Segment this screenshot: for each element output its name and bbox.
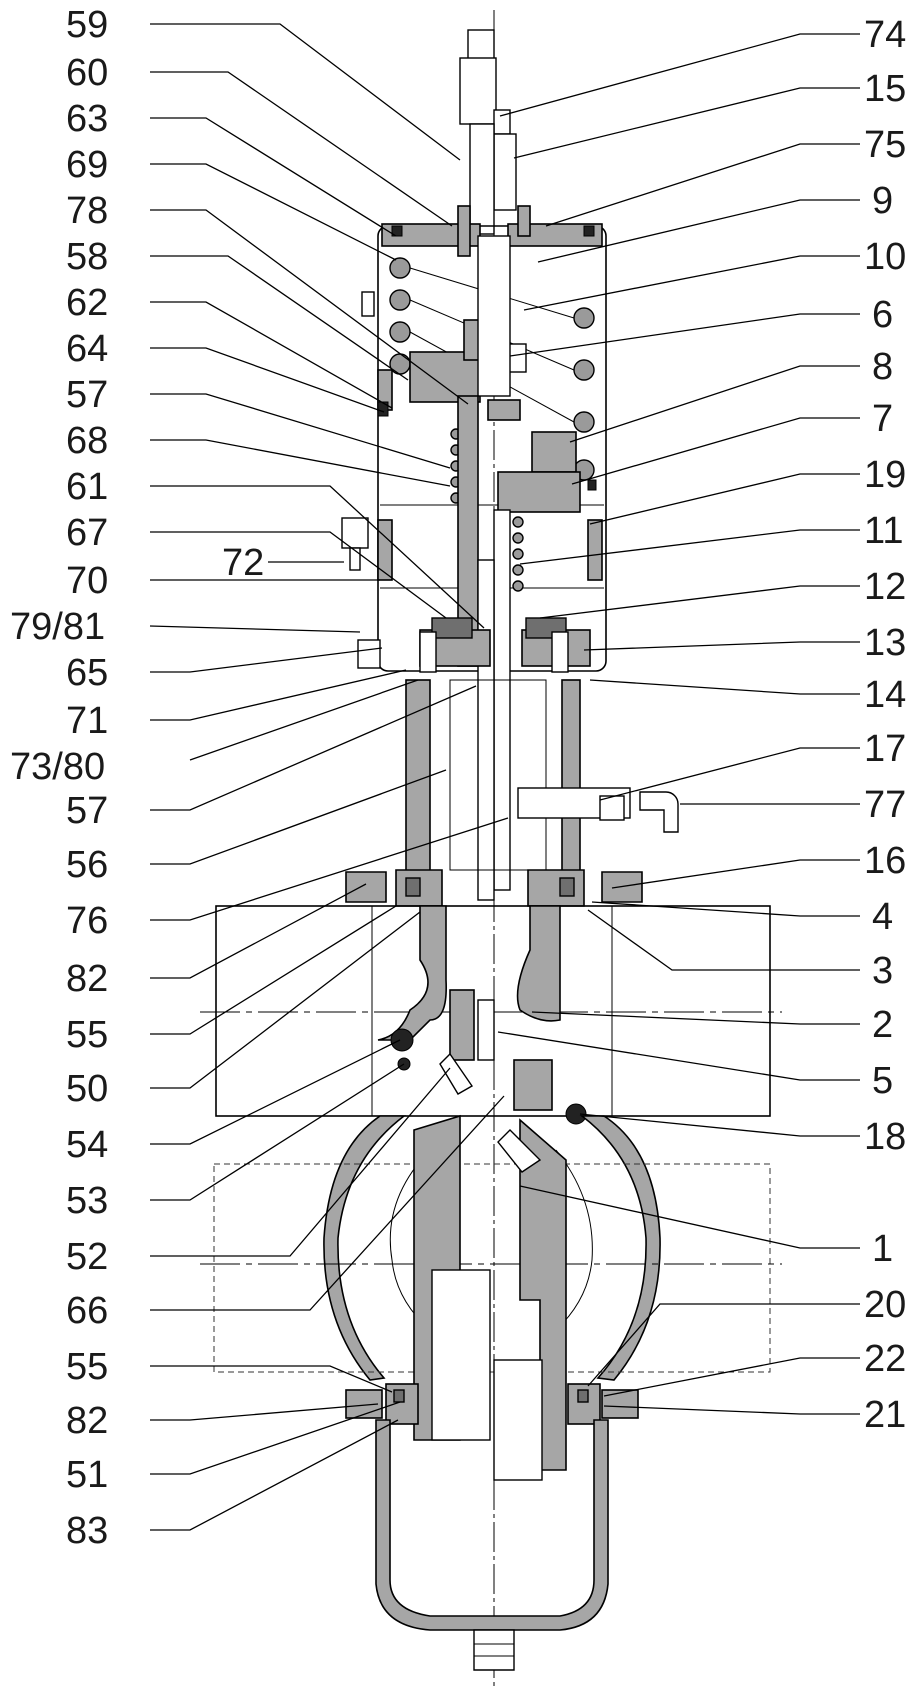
part-label: 76 (66, 900, 108, 942)
valve-drawing (200, 10, 782, 1690)
part-labels-right: 74 15 75 9 10 6 8 7 19 11 12 13 14 17 77… (864, 14, 906, 1436)
part-label: 61 (66, 466, 108, 508)
part-label: 53 (66, 1180, 108, 1222)
part-label: 71 (66, 700, 108, 742)
part-label: 66 (66, 1290, 108, 1332)
central-shaft (457, 235, 511, 901)
part-label: 65 (66, 652, 108, 694)
part-label: 51 (66, 1454, 108, 1496)
part-label: 8 (872, 346, 893, 388)
part-label: 2 (872, 1004, 893, 1046)
lower-clamp (345, 1383, 639, 1425)
top-stem (459, 29, 517, 235)
part-label: 9 (872, 180, 893, 222)
lower-spherical-body (200, 1115, 782, 1381)
part-label: 59 (66, 4, 108, 46)
part-label: 64 (66, 328, 108, 370)
part-label: 78 (66, 190, 108, 232)
part-label: 67 (66, 512, 108, 554)
part-label: 21 (864, 1394, 906, 1436)
seal-rings (390, 1028, 587, 1125)
part-label: 10 (864, 236, 906, 278)
part-label: 57 (66, 374, 108, 416)
part-label: 55 (66, 1014, 108, 1056)
part-label: 22 (864, 1338, 906, 1380)
part-label: 3 (872, 950, 893, 992)
part-label: 1 (872, 1228, 893, 1270)
upper-valve-body (377, 905, 561, 1111)
part-label: 52 (66, 1236, 108, 1278)
air-fitting-left (341, 291, 381, 669)
part-label: 57 (66, 790, 108, 832)
part-label: 16 (864, 840, 906, 882)
part-label: 60 (66, 52, 108, 94)
part-label: 73/80 (10, 746, 105, 788)
part-label: 14 (864, 674, 906, 716)
lower-valve-plug (413, 1114, 567, 1481)
part-label: 54 (66, 1124, 108, 1166)
part-label: 4 (872, 896, 893, 938)
part-label: 83 (66, 1510, 108, 1552)
part-label: 18 (864, 1116, 906, 1158)
part-label: 82 (66, 958, 108, 1000)
part-label: 6 (872, 294, 893, 336)
part-label: 17 (864, 728, 906, 770)
part-label: 56 (66, 844, 108, 886)
part-label: 5 (872, 1060, 893, 1102)
part-label: 12 (864, 566, 906, 608)
part-label: 62 (66, 282, 108, 324)
part-label: 68 (66, 420, 108, 462)
part-label: 79/81 (10, 606, 105, 648)
part-label: 13 (864, 622, 906, 664)
lantern-yoke (405, 617, 679, 881)
part-label: 70 (66, 560, 108, 602)
part-label: 72 (222, 542, 264, 584)
leader-lines (149, 23, 860, 1531)
part-label: 82 (66, 1400, 108, 1442)
bottom-leakage-chamber (375, 1419, 609, 1671)
part-label: 77 (864, 784, 906, 826)
part-label: 63 (66, 98, 108, 140)
part-label: 50 (66, 1068, 108, 1110)
part-labels-left: 59 60 63 69 78 58 62 64 57 68 61 67 72 7… (10, 4, 264, 1552)
part-label: 74 (864, 14, 906, 56)
part-label: 7 (872, 398, 893, 440)
part-label: 20 (864, 1284, 906, 1326)
part-label: 75 (864, 124, 906, 166)
part-label: 55 (66, 1346, 108, 1388)
part-label: 19 (864, 454, 906, 496)
part-label: 11 (864, 510, 903, 552)
part-label: 58 (66, 236, 108, 278)
piston-upper (409, 319, 597, 513)
part-label: 15 (864, 68, 906, 110)
part-label: 69 (66, 144, 108, 186)
